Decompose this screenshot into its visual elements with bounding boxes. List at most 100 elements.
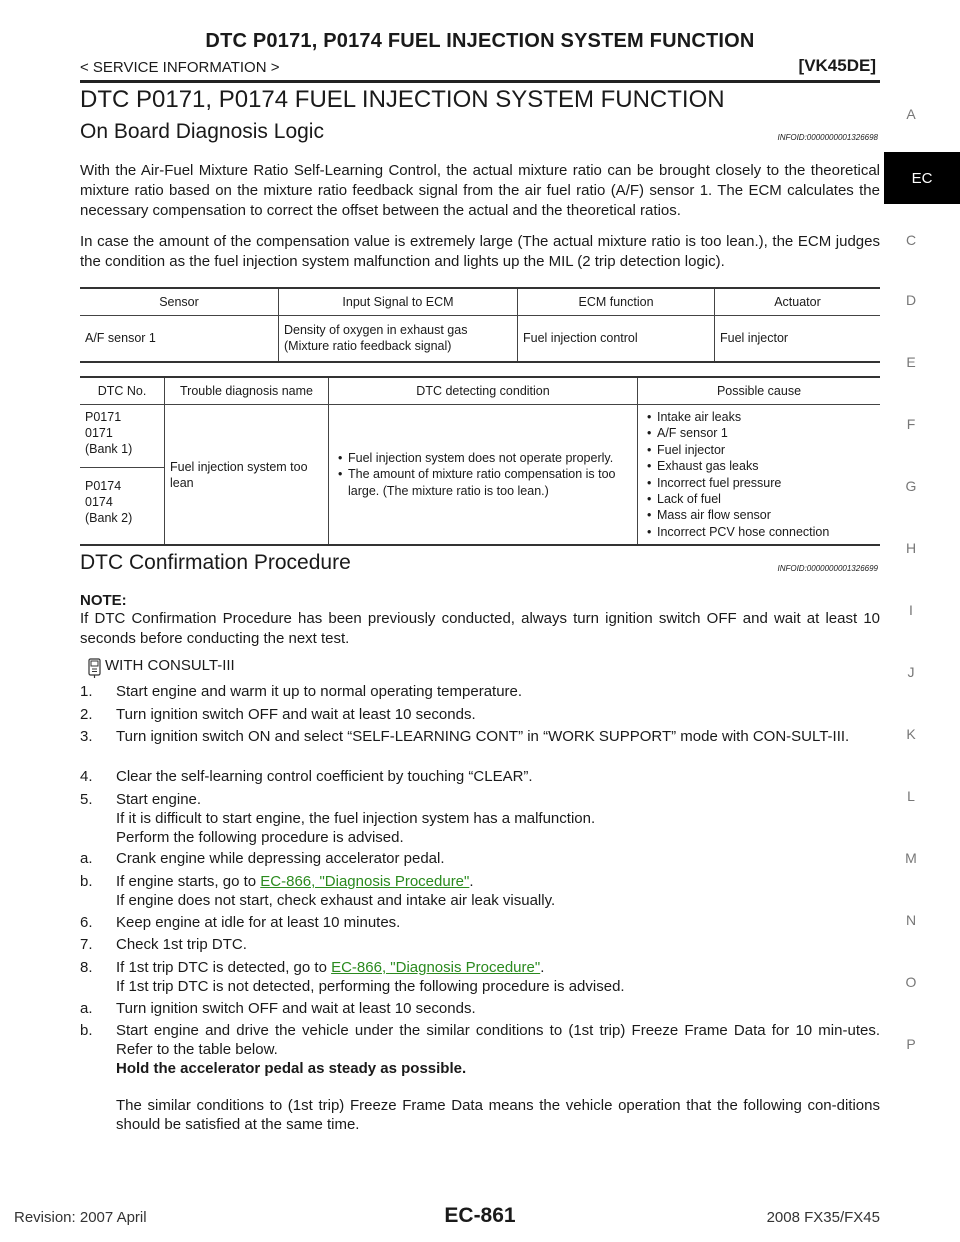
procedure-step: 2. Turn ignition switch OFF and wait at …	[80, 705, 880, 724]
cause-item: Incorrect PCV hose connection	[647, 524, 875, 541]
step-number: 4.	[80, 768, 93, 785]
step-text: Clear the self-learning control coeffici…	[116, 768, 533, 785]
side-tab-k[interactable]: K	[906, 726, 916, 742]
page-header-title: DTC P0171, P0174 FUEL INJECTION SYSTEM F…	[205, 30, 755, 52]
col-header: ECM function	[517, 288, 715, 316]
side-tab-c[interactable]: C	[905, 232, 917, 248]
detecting-condition-cell: Fuel injection system does not operate p…	[328, 404, 638, 546]
page-number: EC-861	[444, 1204, 516, 1227]
side-tab-i[interactable]: I	[909, 602, 913, 618]
step-line: The similar conditions to (1st trip) Fre…	[116, 1097, 880, 1133]
cause-item: Exhaust gas leaks	[647, 458, 875, 475]
table-cell: A/F sensor 1	[85, 331, 156, 346]
step-number: 3.	[80, 728, 93, 745]
side-tab-p[interactable]: P	[906, 1036, 916, 1052]
consult-tool-icon	[84, 657, 106, 679]
section-title-dtc-confirmation: DTC Confirmation Procedure	[80, 551, 351, 574]
info-id: INFOID:0000000001326698	[777, 133, 878, 142]
step-number: 1.	[80, 683, 93, 700]
col-header: Actuator	[714, 288, 880, 316]
step-text-prefix: If 1st trip DTC is detected, go to	[116, 959, 332, 976]
breadcrumb: < SERVICE INFORMATION >	[80, 59, 280, 76]
cell-line: Density of oxygen in exhaust gas	[284, 323, 468, 338]
step-text-suffix: .	[469, 873, 474, 890]
step-number: b.	[80, 873, 93, 890]
paragraph: With the Air-Fuel Mixture Ratio Self-Lea…	[80, 162, 880, 219]
side-tab-j[interactable]: J	[907, 664, 915, 680]
dtc-number-cell: P0171 0171 (Bank 1)	[80, 404, 165, 469]
section-title-onboard-diagnosis: On Board Diagnosis Logic	[80, 120, 324, 143]
step-line: Start engine and drive the vehicle under…	[116, 1022, 880, 1058]
step-number: b.	[80, 1022, 93, 1039]
info-id: INFOID:0000000001326699	[777, 564, 878, 573]
step-text-prefix: If engine starts, go to	[116, 873, 261, 890]
dtc-code: 0174	[85, 495, 113, 510]
procedure-step: 7. Check 1st trip DTC.	[80, 935, 880, 954]
side-tab-e[interactable]: E	[906, 354, 916, 370]
header-divider	[80, 80, 880, 83]
note-text: If DTC Confirmation Procedure has been p…	[80, 610, 880, 647]
step-text: Crank engine while depressing accelerato…	[116, 850, 445, 867]
procedure-step: 4. Clear the self-learning control coeff…	[80, 767, 880, 786]
step-number: 8.	[80, 959, 93, 976]
step-text: Start engine. If it is difficult to star…	[116, 790, 880, 847]
cause-item: Fuel injector	[647, 442, 875, 459]
cause-item: Incorrect fuel pressure	[647, 475, 875, 492]
side-tab-h[interactable]: H	[905, 540, 917, 556]
table-cell: Density of oxygen in exhaust gas (Mixtur…	[278, 315, 518, 362]
step-number: 2.	[80, 706, 93, 723]
side-tab-a[interactable]: A	[906, 106, 916, 122]
step-line-bold: Hold the accelerator pedal as steady as …	[116, 1060, 467, 1077]
footer-model: 2008 FX35/FX45	[766, 1209, 880, 1226]
engine-model-label: [VK45DE]	[798, 56, 876, 75]
procedure-step: 5. Start engine. If it is difficult to s…	[80, 790, 880, 847]
step-line: If it is difficult to start engine, the …	[116, 810, 596, 827]
procedure-step: b. If engine starts, go to EC-866, "Diag…	[80, 872, 880, 910]
col-header: Possible cause	[637, 377, 880, 405]
step-text: If 1st trip DTC is detected, go to EC-86…	[116, 958, 880, 996]
cause-item: A/F sensor 1	[647, 425, 875, 442]
dtc-number-cell: P0174 0174 (Bank 2)	[80, 468, 165, 546]
step-line: Perform the following procedure is advis…	[116, 829, 404, 846]
step-text: Start engine and drive the vehicle under…	[116, 1021, 880, 1134]
side-tab-ec-active[interactable]: EC	[884, 152, 960, 204]
page-title: DTC P0171, P0174 FUEL INJECTION SYSTEM F…	[80, 86, 725, 113]
procedure-step: 6. Keep engine at idle for at least 10 m…	[80, 913, 880, 932]
condition-item: The amount of mixture ratio compensation…	[338, 466, 632, 499]
side-tab-f[interactable]: F	[906, 416, 916, 432]
procedure-step: 8. If 1st trip DTC is detected, go to EC…	[80, 958, 880, 996]
cause-item: Lack of fuel	[647, 491, 875, 508]
possible-cause-cell: Intake air leaks A/F sensor 1 Fuel injec…	[637, 404, 880, 546]
side-tab-o[interactable]: O	[905, 974, 917, 990]
step-line: If engine does not start, check exhaust …	[116, 892, 556, 909]
ecm-io-table: Sensor Input Signal to ECM ECM function …	[80, 287, 880, 363]
side-tab-n[interactable]: N	[905, 912, 917, 928]
step-text: Turn ignition switch ON and select “SELF…	[116, 728, 850, 745]
dtc-bank: (Bank 2)	[85, 511, 133, 526]
step-text: Keep engine at idle for at least 10 minu…	[116, 914, 401, 931]
step-text: Turn ignition switch OFF and wait at lea…	[116, 1000, 476, 1017]
procedure-step: a. Crank engine while depressing acceler…	[80, 849, 880, 868]
side-tab-l[interactable]: L	[907, 788, 915, 804]
step-text-suffix: .	[540, 959, 545, 976]
side-tab-d[interactable]: D	[905, 292, 917, 308]
col-header: Input Signal to ECM	[278, 288, 518, 316]
side-tab-m[interactable]: M	[905, 850, 917, 866]
step-number: 7.	[80, 936, 93, 953]
consult-label: WITH CONSULT-III	[105, 657, 235, 674]
procedure-step: b. Start engine and drive the vehicle un…	[80, 1021, 880, 1134]
diagnosis-name-cell: Fuel injection system too lean	[164, 404, 329, 546]
step-number: 6.	[80, 914, 93, 931]
diagnosis-procedure-link[interactable]: EC-866, "Diagnosis Procedure"	[260, 873, 470, 890]
step-text: If engine starts, go to EC-866, "Diagnos…	[116, 872, 880, 910]
condition-item: Fuel injection system does not operate p…	[338, 450, 632, 467]
cause-item: Mass air flow sensor	[647, 507, 875, 524]
col-header: DTC No.	[80, 377, 165, 405]
diagnosis-procedure-link[interactable]: EC-866, "Diagnosis Procedure"	[331, 959, 541, 976]
side-tab-g[interactable]: G	[905, 478, 917, 494]
dtc-table: DTC No. Trouble diagnosis name DTC detec…	[80, 376, 880, 547]
col-header: Trouble diagnosis name	[164, 377, 329, 405]
step-number: a.	[80, 1000, 93, 1017]
paragraph: In case the amount of the compensation v…	[80, 233, 880, 270]
table-cell: Fuel injector	[714, 315, 880, 362]
